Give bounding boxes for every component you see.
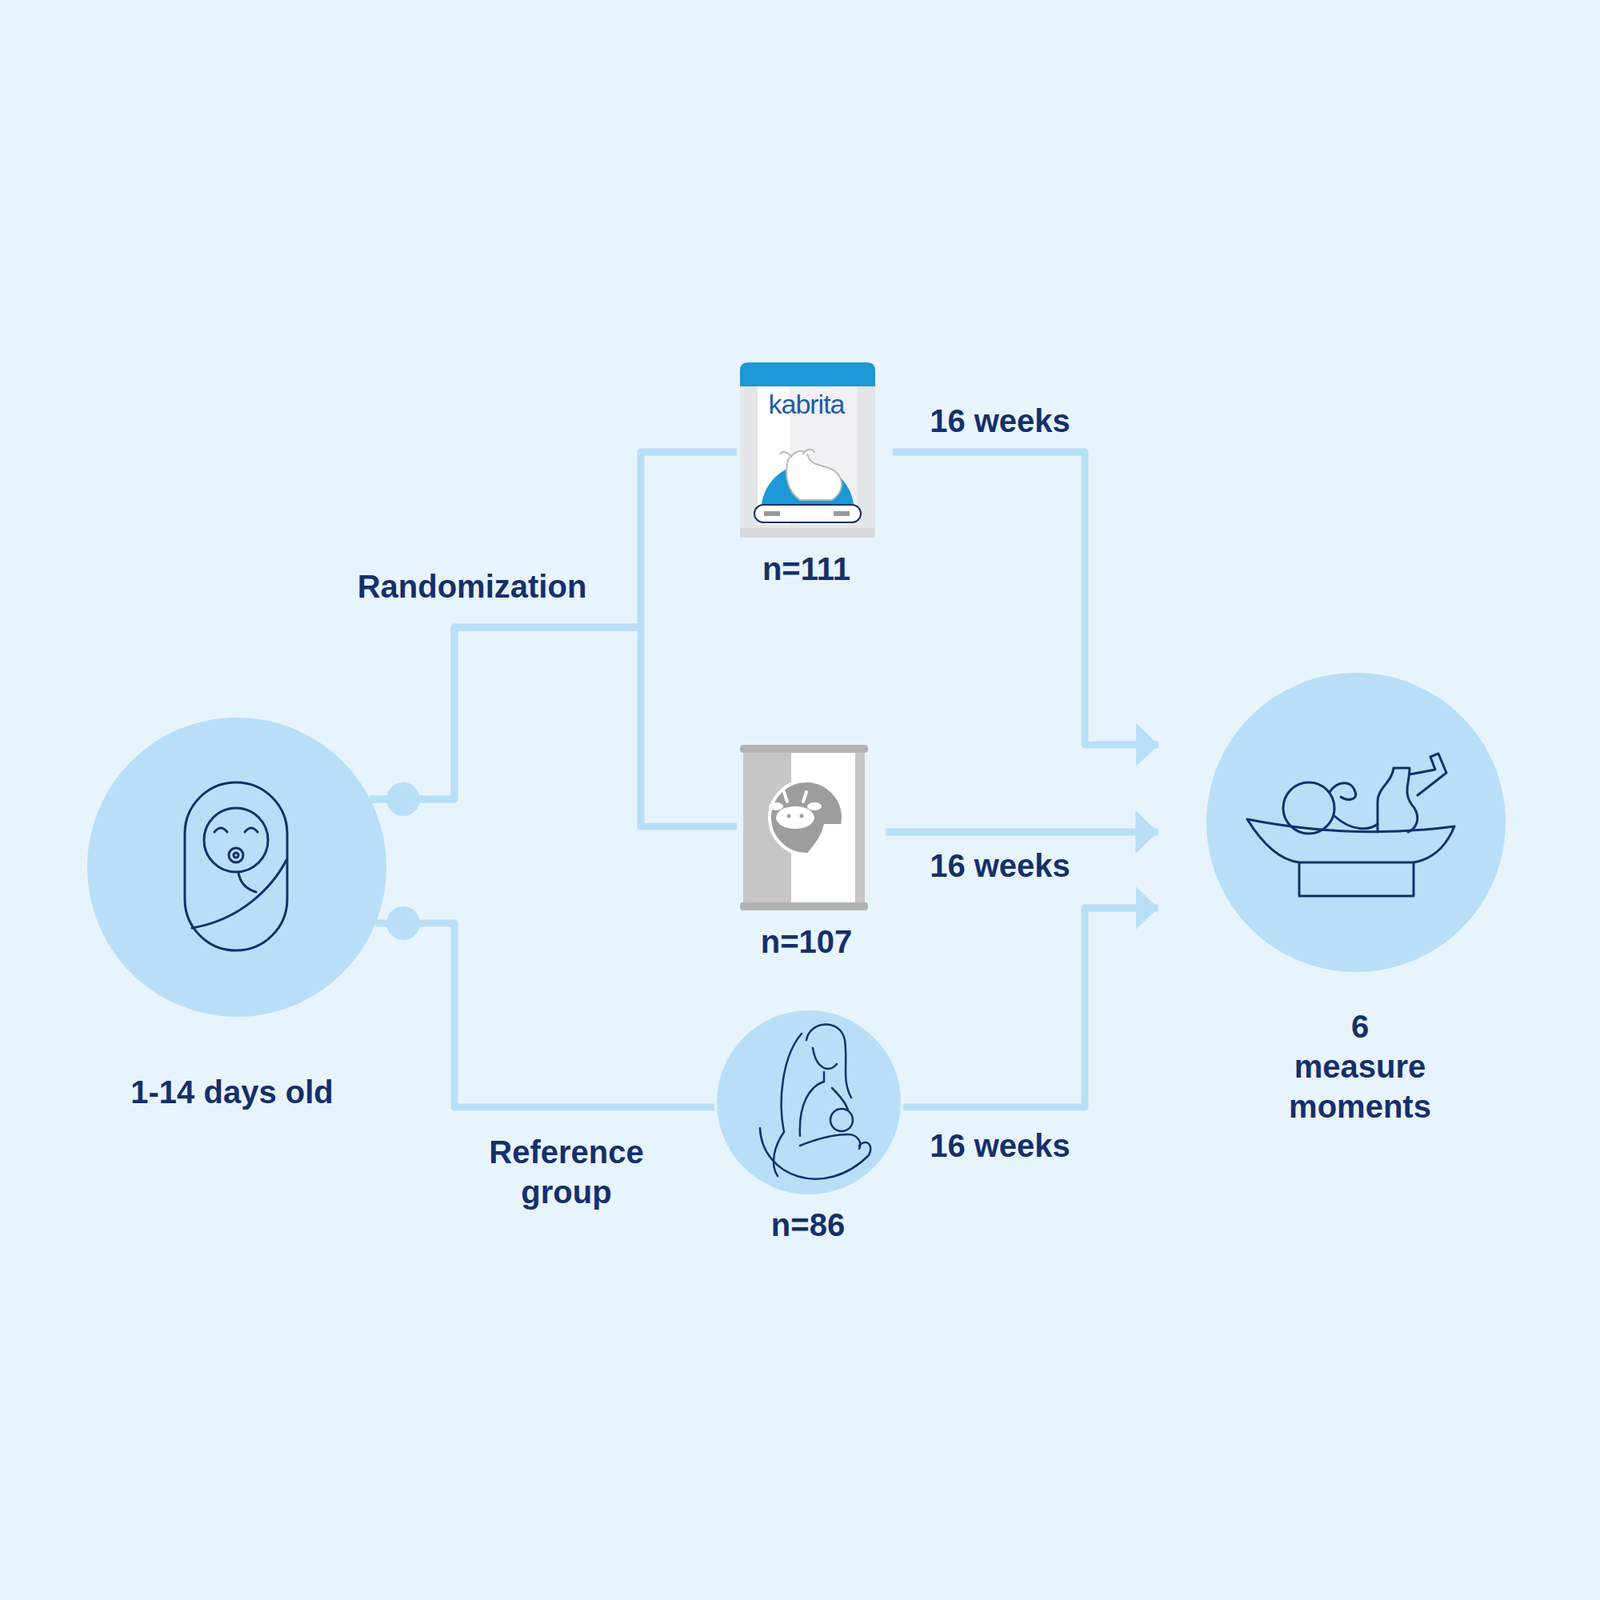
- connector-label: Reference group: [467, 1132, 666, 1212]
- connector: [370, 452, 737, 800]
- label-holder: 16 weeks: [926, 400, 1074, 441]
- start-dot: [386, 782, 420, 816]
- circle-outline: [87, 717, 387, 1017]
- label-holder: Randomization: [354, 566, 591, 607]
- label-holder: 16 weeks: [926, 845, 1074, 886]
- connector: [892, 452, 1159, 745]
- node-shape: [716, 1010, 901, 1195]
- node-shape: [1206, 672, 1506, 972]
- connector-label: 16 weeks: [926, 400, 1074, 441]
- goat-formula-can: kabritan=111: [740, 362, 876, 538]
- brand-logo-text: kabrita: [768, 387, 844, 422]
- label-holder: 16 weeks: [926, 1125, 1074, 1166]
- formula-can-outline: [740, 744, 868, 911]
- node-label: n=111: [762, 548, 851, 589]
- scale-icon: [1247, 753, 1455, 896]
- connector: [370, 627, 737, 827]
- connector: [375, 923, 715, 1108]
- circle-outline: [716, 1010, 901, 1195]
- node-label: n=86: [771, 1204, 845, 1245]
- baby-icon: [184, 782, 288, 951]
- connector: [885, 828, 1158, 836]
- connector-label: 16 weeks: [926, 1125, 1074, 1166]
- node-shape: [87, 717, 387, 1017]
- cow-formula-can: n=107: [740, 744, 868, 911]
- label-holder: Reference group: [467, 1132, 666, 1212]
- node-shape: [740, 744, 868, 911]
- circle-outline: [1206, 672, 1506, 972]
- node-label: n=107: [760, 921, 853, 962]
- connector-label: 16 weeks: [926, 845, 1074, 886]
- text-holder: kabrita: [768, 387, 844, 422]
- text-holder: n=107: [760, 921, 853, 962]
- node-label: 6 measure moments: [1287, 1006, 1433, 1127]
- node-label: 1-14 days old: [130, 1072, 333, 1112]
- connector: [903, 908, 1159, 1108]
- text-holder: 6 measure moments: [1287, 1006, 1433, 1127]
- newborn-circle: 1-14 days old: [87, 717, 387, 1017]
- text-holder: n=111: [762, 548, 851, 589]
- breastfeeding-circle: n=86: [716, 1010, 901, 1195]
- formula-can-outline: [740, 362, 876, 538]
- text-holder: 1-14 days old: [130, 1072, 333, 1112]
- start-dot: [386, 906, 420, 940]
- measurement-circle: 6 measure moments: [1206, 672, 1506, 972]
- goat-logo: [780, 449, 842, 500]
- cow-logo: [768, 780, 844, 855]
- node-shape: [740, 362, 876, 538]
- text-holder: n=86: [771, 1204, 845, 1245]
- mother-icon: [760, 1024, 871, 1179]
- connector-label: Randomization: [354, 566, 591, 607]
